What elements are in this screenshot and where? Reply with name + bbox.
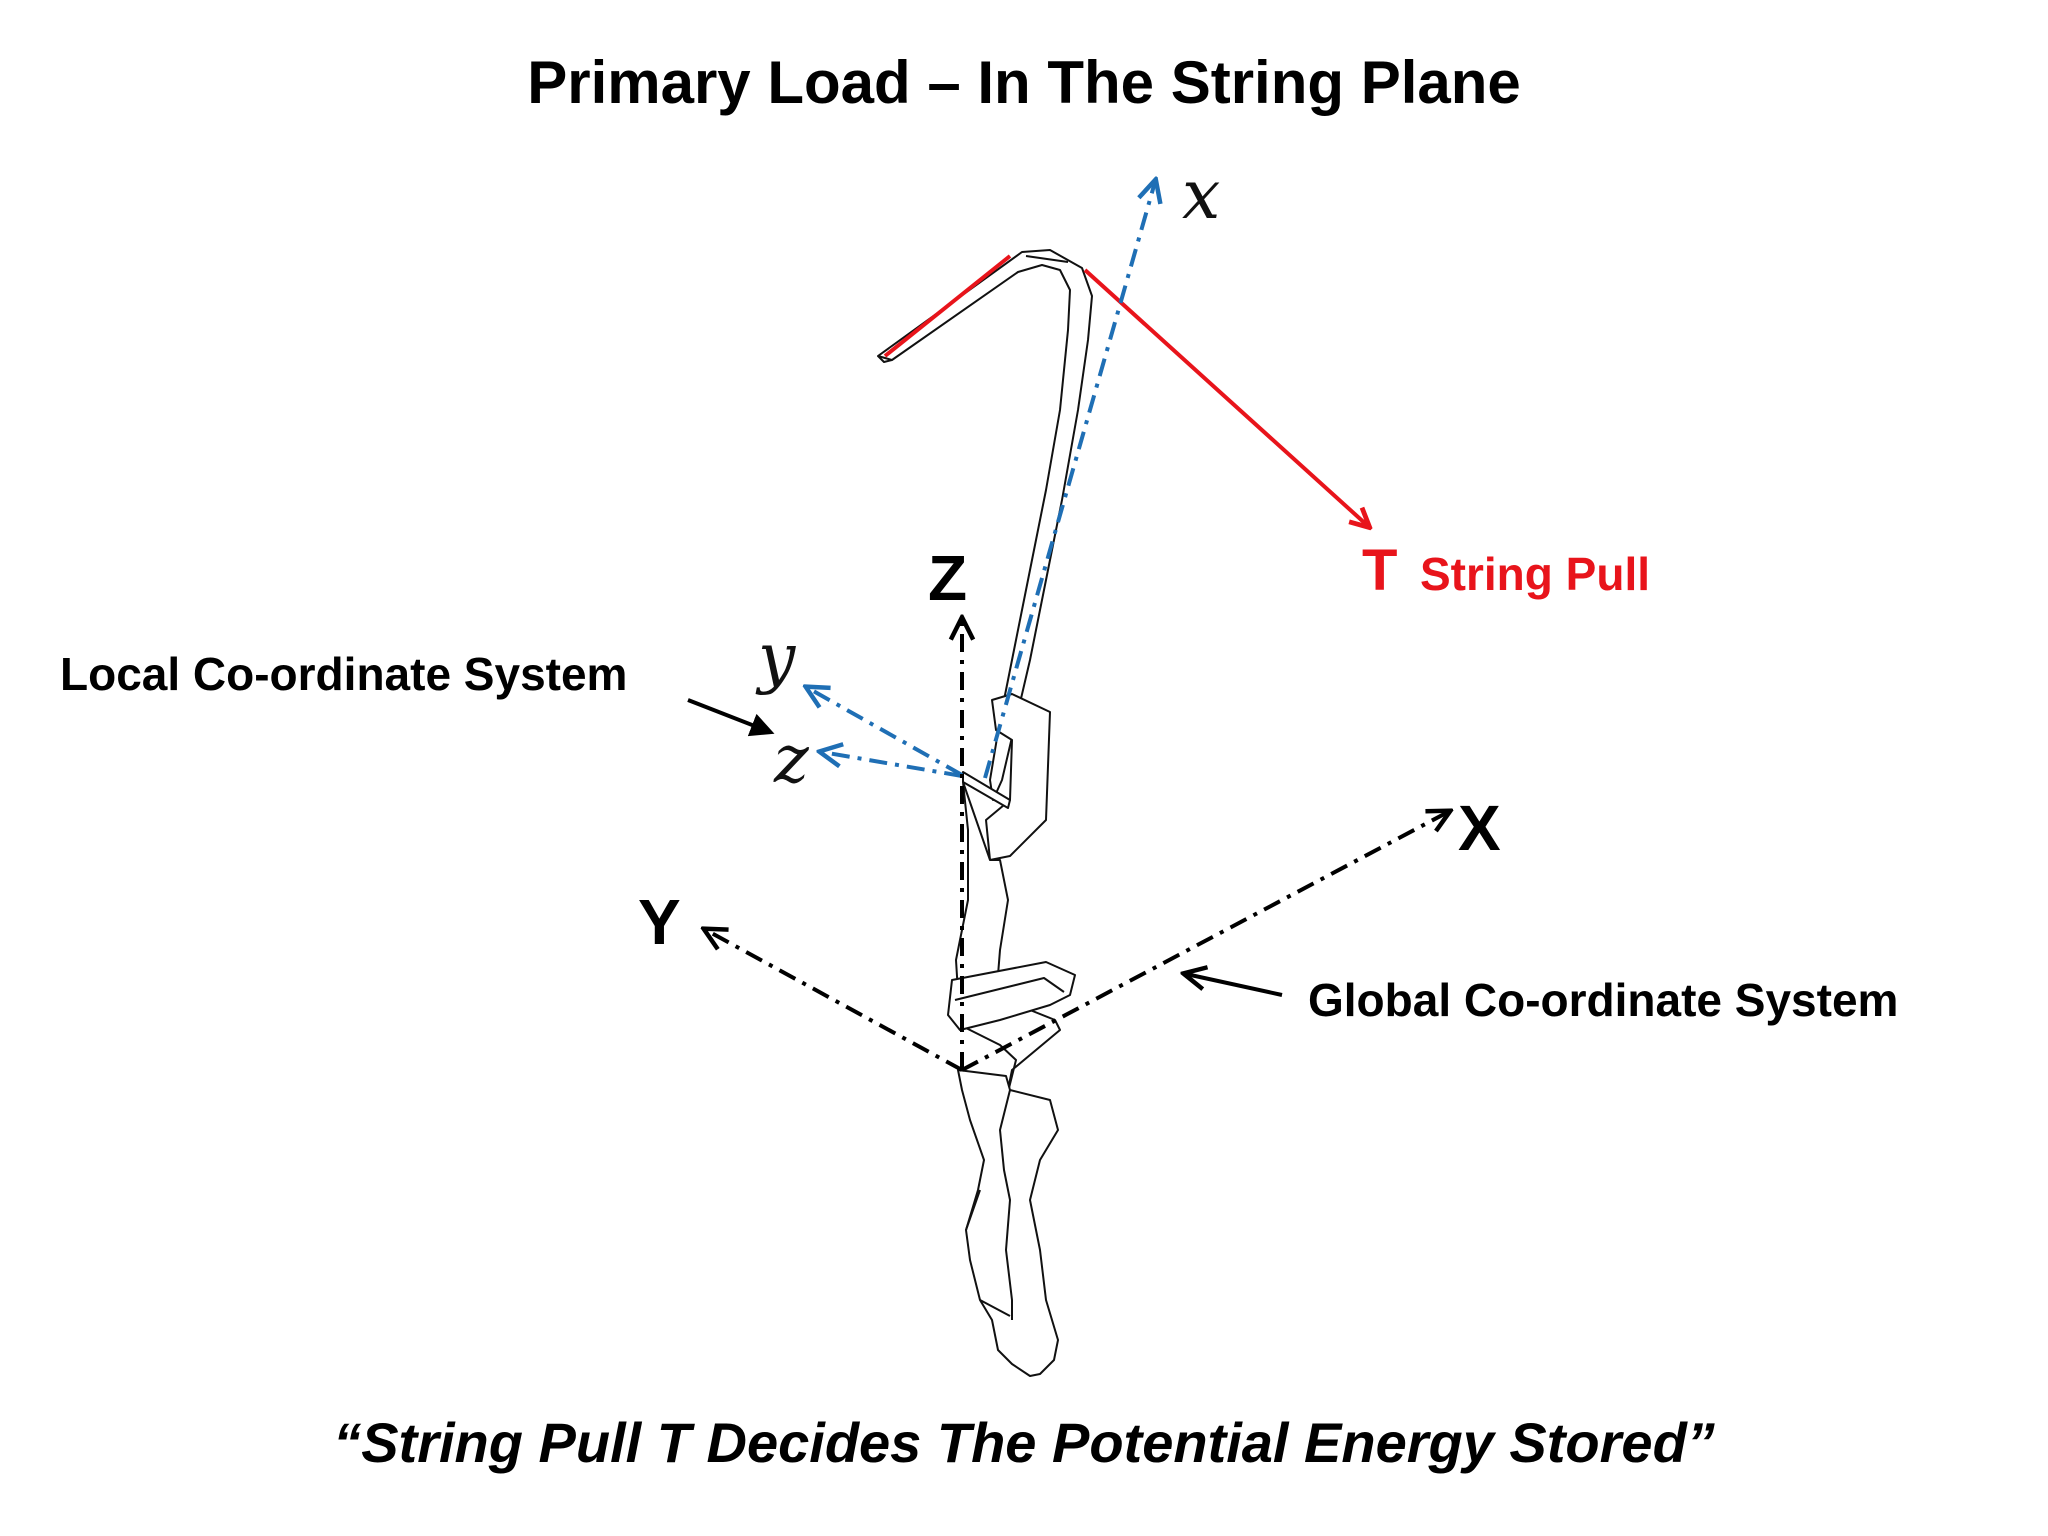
global-y-axis: [706, 930, 963, 1072]
local-coordinate-axes: [808, 182, 1155, 779]
local-z-axis: [822, 752, 963, 778]
string-pull-label: String Pull: [1420, 548, 1650, 600]
diagram-title: Primary Load – In The String Plane: [527, 49, 1521, 116]
global-x-axis: [961, 812, 1448, 1072]
string-pull-symbol: T: [1362, 538, 1397, 603]
local-x-label: x: [1182, 156, 1220, 235]
global-coordinate-axes: [706, 620, 1448, 1072]
diagram-caption: “String Pull T Decides The Potential Ene…: [333, 1411, 1715, 1474]
local-system-label: Local Co-ordinate System: [60, 648, 627, 700]
global-z-label: Z: [928, 542, 967, 614]
limb-tip-red-line: [883, 254, 1012, 358]
local-y-label: y: [755, 619, 796, 696]
local-y-axis: [808, 688, 963, 777]
global-x-label: X: [1458, 792, 1501, 864]
local-system-pointer: [687, 698, 775, 737]
local-z-label: z: [773, 721, 810, 798]
global-system-label: Global Co-ordinate System: [1308, 974, 1898, 1026]
local-x-axis: [983, 182, 1155, 779]
global-system-pointer: [1186, 974, 1283, 997]
bow-limb-outline: [877, 249, 1093, 1377]
string-pull-arrow: [1083, 268, 1368, 526]
global-y-label: Y: [638, 886, 681, 958]
